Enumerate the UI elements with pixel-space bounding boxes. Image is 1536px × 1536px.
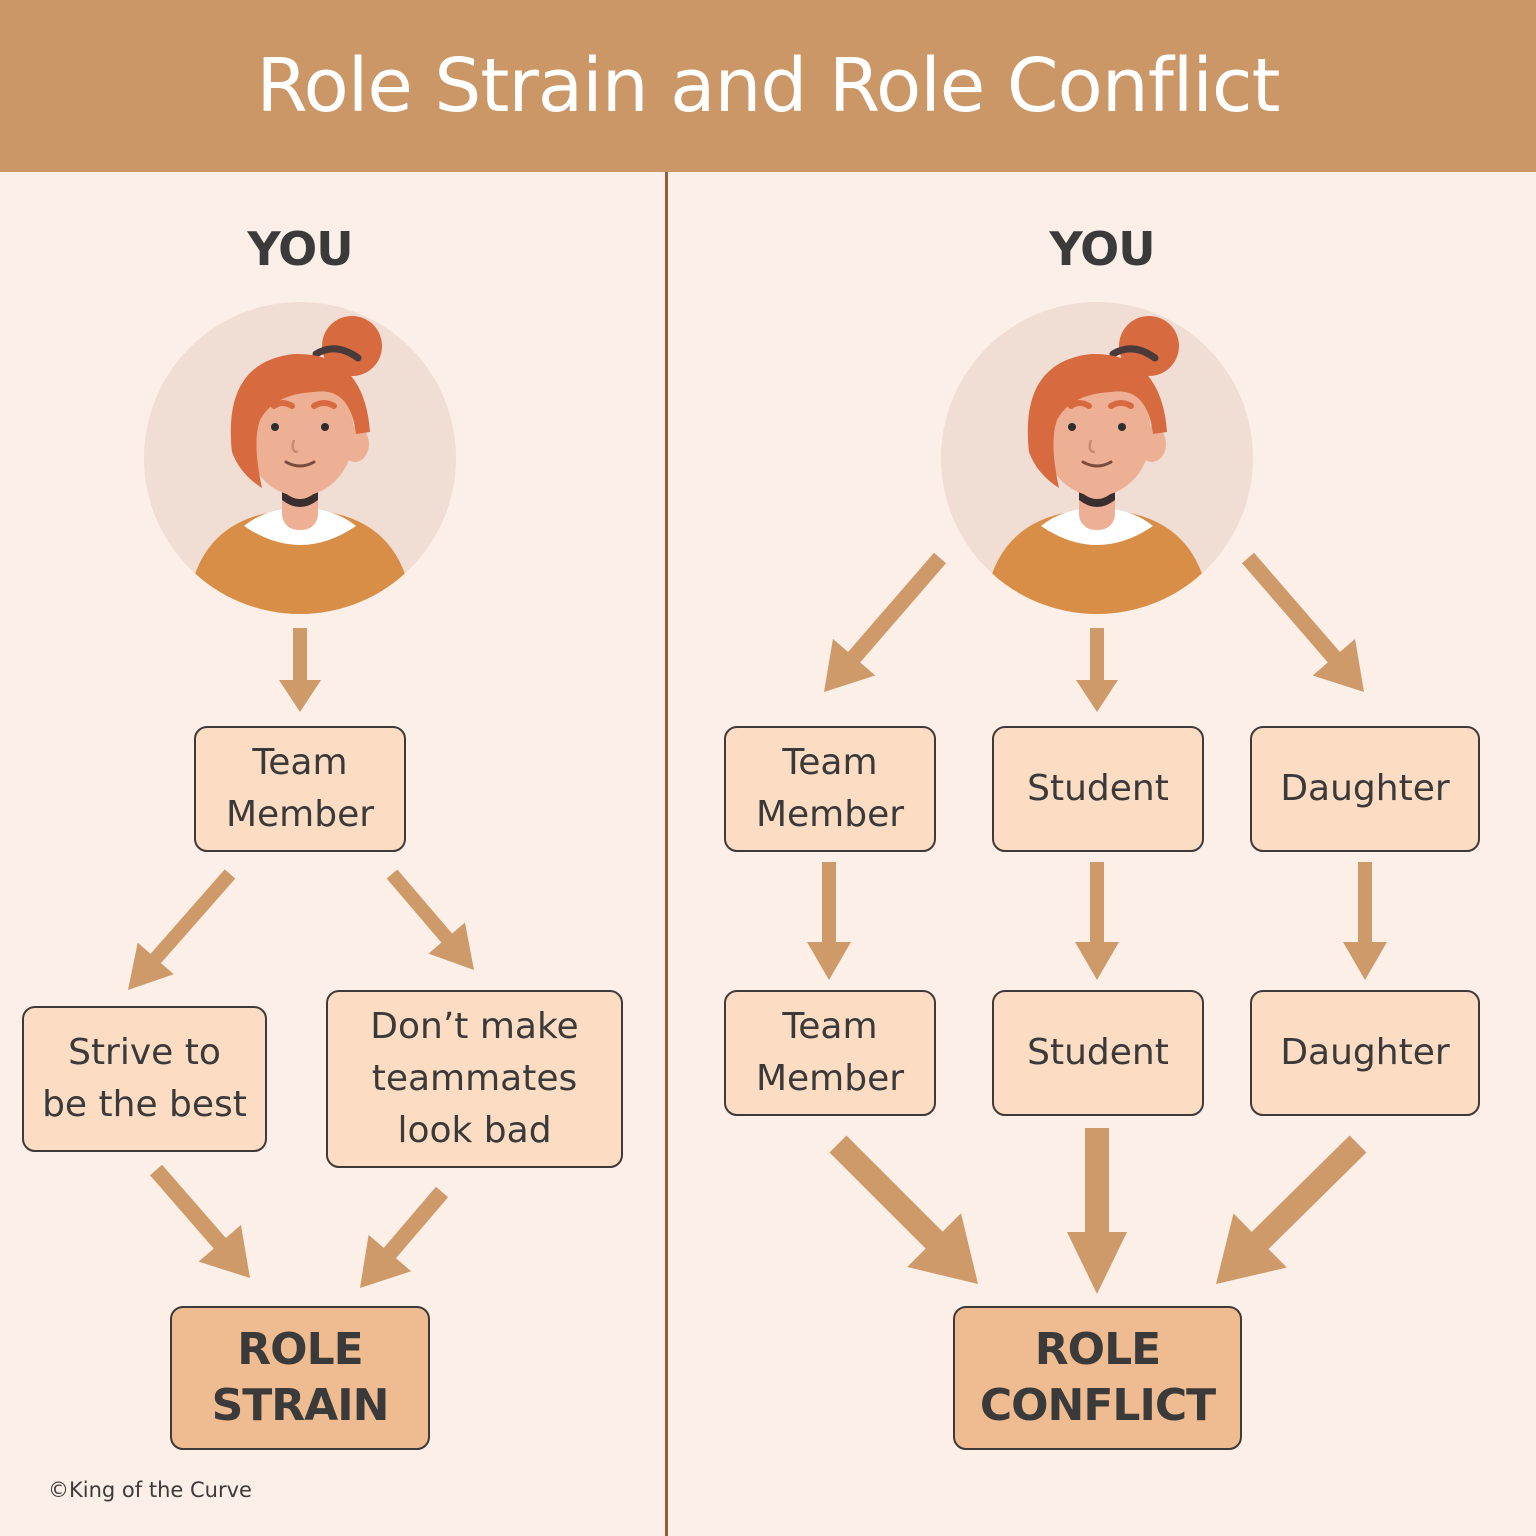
woman-avatar-icon bbox=[941, 302, 1253, 614]
right-you-label: YOU bbox=[1049, 222, 1155, 276]
arrow-role-to-strive bbox=[128, 869, 236, 990]
arrow-student-to-conflict bbox=[1067, 1128, 1127, 1294]
arrow-you-to-team-member bbox=[824, 552, 947, 692]
left-expectation-box-1: Strive to be the best bbox=[22, 1006, 267, 1152]
arrow-team-member-to-conflict bbox=[829, 1135, 978, 1284]
woman-avatar-icon bbox=[144, 302, 456, 614]
title-banner: Role Strain and Role Conflict bbox=[0, 0, 1536, 172]
right-role-box-daughter: Daughter bbox=[1250, 726, 1480, 852]
arrow-student-down bbox=[1075, 862, 1119, 980]
arrow-you-to-role bbox=[279, 628, 321, 712]
left-expectation-box-2: Don’t make teammates look bad bbox=[326, 990, 623, 1168]
left-role-box: Team Member bbox=[194, 726, 406, 852]
arrow-dont-make-to-strain bbox=[360, 1186, 449, 1288]
copyright-text: ©King of the Curve bbox=[48, 1478, 252, 1502]
right-expectation-box-team-member: Team Member bbox=[724, 990, 936, 1116]
arrow-daughter-down bbox=[1343, 862, 1387, 980]
left-you-label: YOU bbox=[247, 222, 353, 276]
page-title: Role Strain and Role Conflict bbox=[256, 43, 1280, 129]
right-expectation-box-daughter: Daughter bbox=[1250, 990, 1480, 1116]
role-conflict-box: ROLE CONFLICT bbox=[953, 1306, 1242, 1450]
right-role-box-team-member: Team Member bbox=[724, 726, 936, 852]
arrow-role-to-dont-make bbox=[386, 869, 474, 970]
arrow-you-to-daughter bbox=[1241, 552, 1364, 692]
arrow-daughter-to-conflict bbox=[1216, 1135, 1367, 1284]
arrow-you-to-student bbox=[1076, 628, 1118, 712]
arrow-team-member-down bbox=[807, 862, 851, 980]
right-role-box-student: Student bbox=[992, 726, 1204, 852]
panel-divider bbox=[665, 172, 668, 1536]
role-strain-box: ROLE STRAIN bbox=[170, 1306, 430, 1450]
right-expectation-box-student: Student bbox=[992, 990, 1204, 1116]
arrow-strive-to-strain bbox=[149, 1164, 250, 1278]
